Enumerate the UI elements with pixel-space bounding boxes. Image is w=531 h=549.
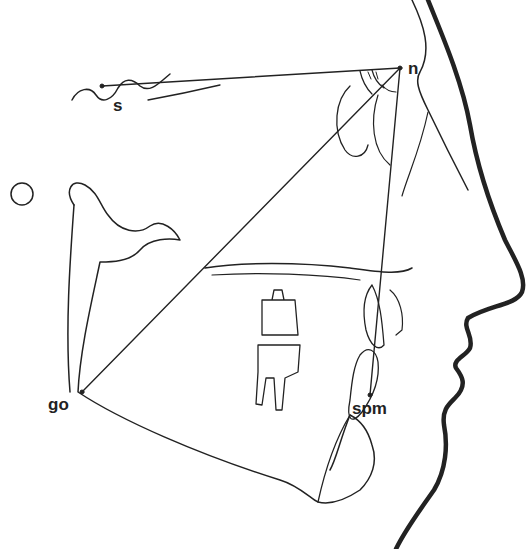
orbit xyxy=(337,86,368,156)
n-go-line xyxy=(82,68,400,392)
nasal-outline xyxy=(402,112,428,196)
angle-arc xyxy=(360,71,372,94)
landmark-label: n xyxy=(408,60,418,77)
mandible xyxy=(70,183,375,503)
ramus xyxy=(68,205,74,392)
lower-molar xyxy=(256,345,300,410)
maxilla-anterior xyxy=(390,290,403,335)
landmark-label: spm xyxy=(352,400,387,417)
landmark-dot xyxy=(368,393,372,397)
n-spm-line xyxy=(370,68,400,395)
angle-arc xyxy=(382,85,396,92)
symphysis xyxy=(318,415,350,502)
landmark-dot xyxy=(100,84,104,88)
landmark-dot xyxy=(80,390,84,394)
cranial-base xyxy=(148,85,220,100)
upper-incisor xyxy=(364,285,384,348)
angle-tick xyxy=(368,72,378,79)
landmark-label: go xyxy=(48,396,69,413)
orbit xyxy=(374,95,390,165)
ear-rod xyxy=(11,183,33,205)
nasal-bone xyxy=(412,0,468,190)
upper-molar xyxy=(262,290,298,335)
s-n-line xyxy=(102,68,400,86)
soft-tissue-profile xyxy=(396,0,523,549)
landmark-label: s xyxy=(113,97,122,114)
landmark-dot xyxy=(398,66,402,70)
palate xyxy=(212,274,360,280)
